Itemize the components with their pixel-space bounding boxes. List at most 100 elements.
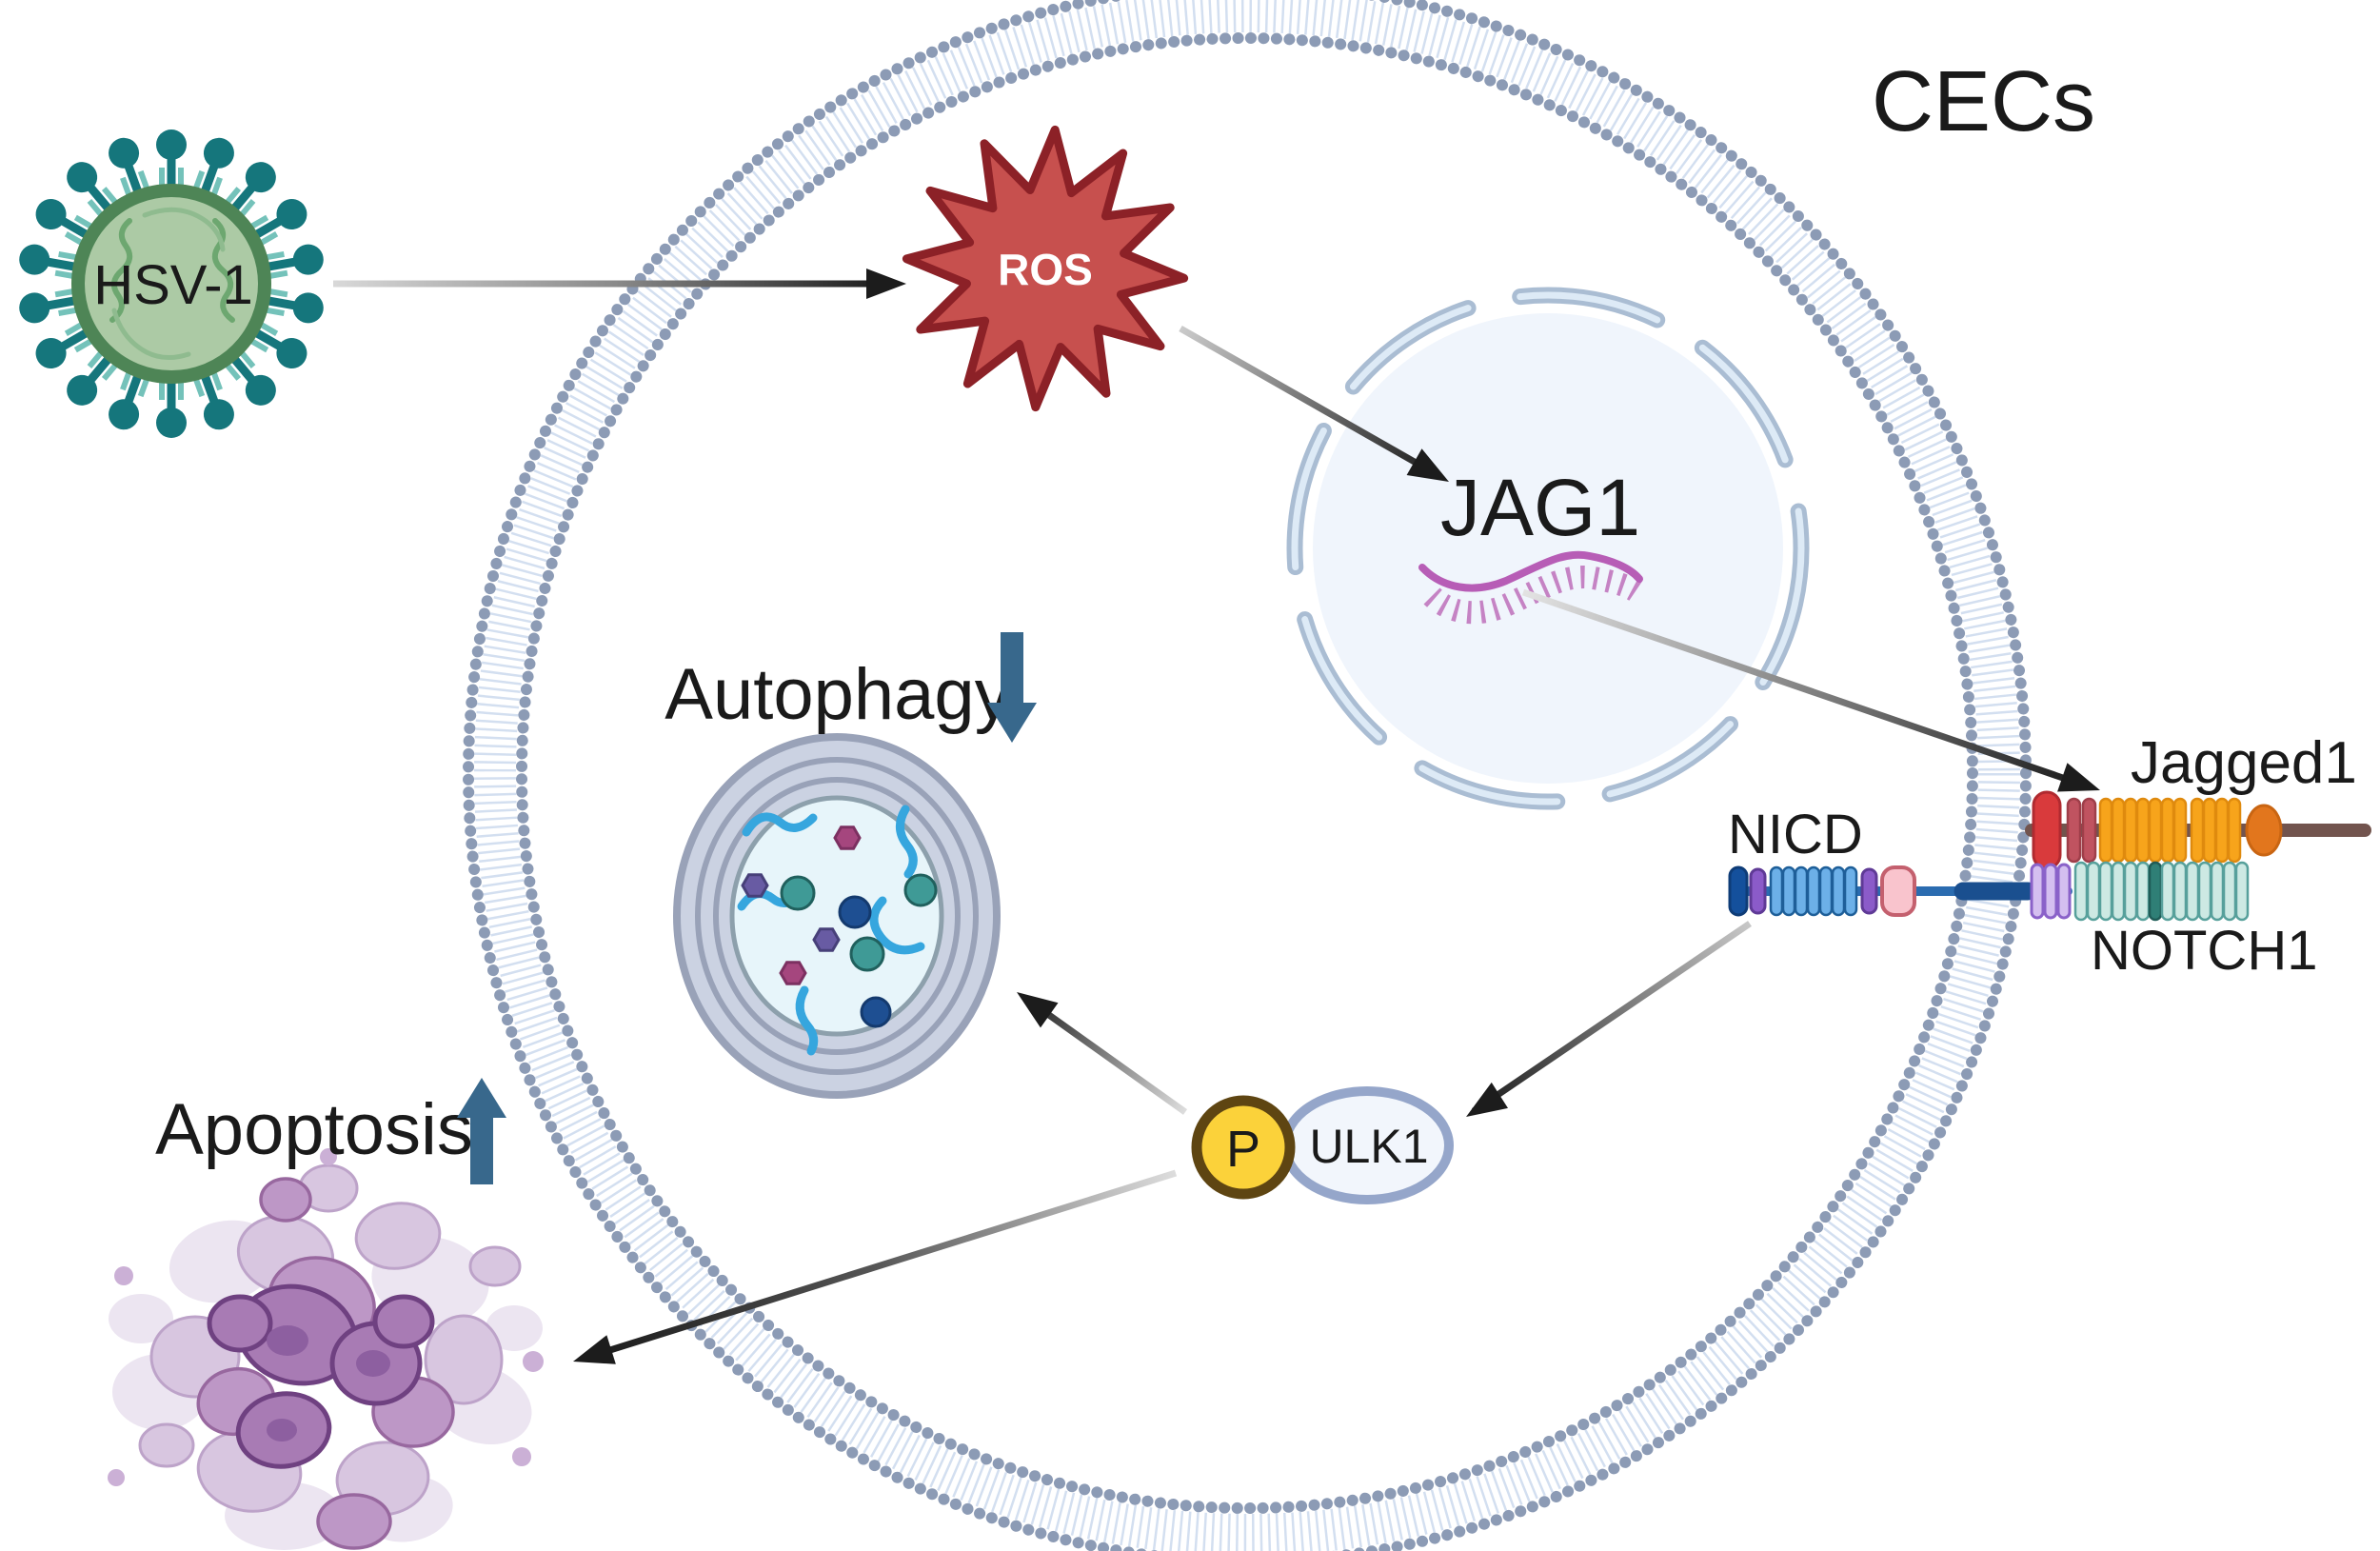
notch1-lnr-capsule (2030, 863, 2045, 920)
virus-dna-strand (211, 218, 235, 323)
apoptosis-label: Apoptosis (155, 1089, 473, 1170)
notch1-egf-capsule (2135, 861, 2151, 922)
ulk1-label: ULK1 (1309, 1120, 1428, 1173)
cargo-squiggle (795, 985, 819, 1056)
up-arrow-head (457, 1078, 506, 1118)
apoptosis-blob-nuclei (267, 1325, 390, 1442)
nicd-domain-purple (1860, 867, 1878, 915)
arrowhead (2057, 763, 2106, 805)
blob-nucleus (356, 1350, 390, 1377)
jagged1-terminal-domain (2245, 804, 2283, 857)
cargo-hex-magenta (779, 961, 807, 985)
notch1-lnr-domains (2030, 863, 2072, 920)
notch1-egf-repeats (2073, 861, 2250, 922)
virus-dna-strand (109, 218, 133, 323)
blob (424, 1314, 504, 1405)
satellite-dot (320, 1148, 337, 1165)
blob (316, 1493, 392, 1550)
jagged1-domain-crimson (2081, 797, 2097, 864)
membrane-outer-heads (463, 0, 2032, 1551)
jagged1-domain-red (2032, 790, 2062, 870)
jagged1-egf-capsule (2190, 797, 2205, 864)
autophagosome-mid-membrane (695, 757, 979, 1075)
autophagy-label: Autophagy (664, 654, 1010, 735)
jag1-gene-label: JAG1 (1440, 463, 1640, 552)
jagged1-egf-capsule (2172, 797, 2188, 864)
membrane-lipid-tails (474, 0, 2020, 1551)
notch1-egf-capsule (2197, 861, 2212, 922)
notch1-egf-capsule (2111, 861, 2126, 922)
virus-spike (17, 242, 81, 282)
virus-spike (156, 129, 187, 189)
arrowhead (866, 268, 906, 299)
nicd-repeat-capsule (1769, 865, 1784, 917)
nicd-repeat-capsule (1831, 865, 1846, 917)
nuclear-envelope-highlight (1291, 291, 1805, 805)
cargo-hex-purple (812, 927, 841, 952)
notch1-egf-capsule (2185, 861, 2200, 922)
blob (259, 1177, 312, 1223)
cargo-dot-teal (903, 873, 938, 907)
blob (109, 1294, 173, 1343)
notch1-egf-capsule (2172, 861, 2188, 922)
phosphate-label: P (1226, 1121, 1260, 1178)
jagged1-egf-capsule (2160, 797, 2175, 864)
apoptosis-up-arrow (457, 1078, 506, 1184)
ros-label: ROS (998, 245, 1093, 294)
apoptotic-bodies: Apoptosis (108, 1078, 544, 1550)
autophagosome-cargo-particles (741, 825, 938, 1028)
ros-burst: ROS (902, 125, 1189, 412)
p-ulk1-complex: P ULK1 (1191, 1086, 1454, 1204)
jagged1-egf-capsule (2148, 797, 2163, 864)
jagged1-domain-crimson (2066, 797, 2082, 864)
nucleus: JAG1 (1286, 287, 1810, 810)
virus-spike (263, 242, 327, 282)
arrow-shaft (1179, 325, 1441, 480)
satellite-dot (114, 1266, 133, 1285)
jagged1-label: Jagged1 (2131, 730, 2357, 796)
arrow-shaft (581, 1169, 1178, 1362)
arrow-ulk1-to-autophagy (1007, 979, 1188, 1115)
apoptosis-satellites (108, 1148, 544, 1486)
hsv1-virus: HSV-1 (17, 129, 327, 438)
blob-nucleus (267, 1325, 308, 1356)
mrna-strand (1418, 550, 1643, 592)
nicd-repeat-capsule (1806, 865, 1821, 917)
notch1-label: NOTCH1 (2091, 920, 2317, 982)
virus-spike (156, 379, 187, 438)
jagged1-egf-capsule (2227, 797, 2242, 864)
jagged1-egf-capsule (2214, 797, 2230, 864)
virus-capsid-outline (142, 207, 226, 252)
notch1-egf-capsule (2234, 861, 2250, 922)
nicd-domain-navy (1728, 865, 1749, 917)
jagged1-egf-capsule (2111, 797, 2126, 864)
notch1-egf-capsule (2098, 861, 2113, 922)
notch1-lnr-capsule (2056, 863, 2072, 920)
cargo-dot-teal (780, 875, 816, 911)
autophagy-down-arrow (987, 632, 1037, 743)
jagged1-egf-capsule (2135, 797, 2151, 864)
notch1-lnr-capsule (2043, 863, 2058, 920)
blob-nucleus (267, 1419, 297, 1442)
down-arrow-head (987, 703, 1037, 743)
jagged1-egf-capsule (2123, 797, 2138, 864)
up-arrow-shaft (470, 1118, 493, 1184)
blob (486, 1305, 543, 1351)
cargo-dot-navy (860, 996, 892, 1028)
blob (354, 1202, 442, 1270)
figure-title: CECs (1872, 54, 2095, 149)
notch1-egf-capsule (2222, 861, 2237, 922)
autophagosome: Autophagy (664, 632, 1037, 1099)
cargo-squiggle (869, 896, 925, 955)
nucleus-body (1313, 313, 1783, 784)
cargo-dot-navy (838, 895, 872, 929)
blob (138, 1422, 195, 1468)
cargo-hex-magenta (833, 825, 862, 850)
arrow-hsv1-to-ros (333, 268, 906, 299)
notch1-egf-capsule (2073, 861, 2089, 922)
blob (468, 1245, 522, 1287)
blob (207, 1294, 273, 1353)
virus-spike (17, 286, 81, 326)
